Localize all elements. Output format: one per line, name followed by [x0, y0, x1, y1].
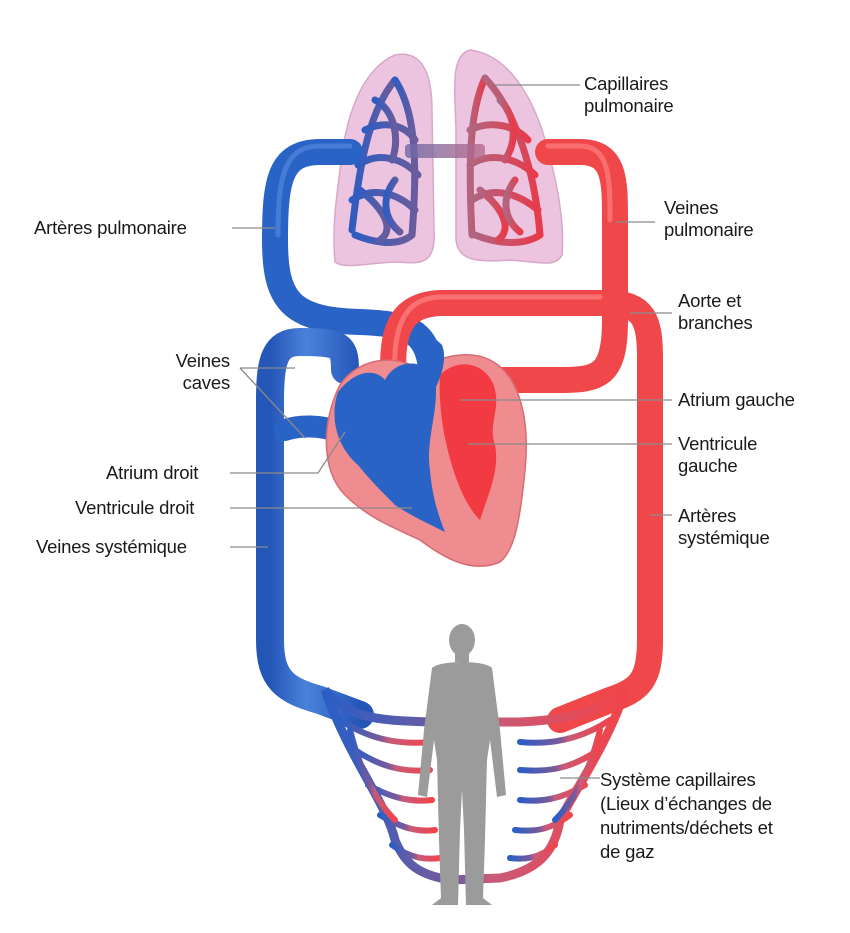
label-line: Ventricule	[678, 433, 758, 454]
label-capillaires-pulmonaire: Capillaires pulmonaire	[584, 73, 674, 117]
label-ventricule-gauche: Ventricule gauche	[678, 433, 757, 477]
pulmonary-vein	[467, 139, 628, 393]
label-line: Capillaires	[584, 73, 669, 94]
label-atrium-gauche: Atrium gauche	[678, 389, 795, 410]
label-line: de gaz	[600, 841, 655, 862]
label-line: pulmonaire	[584, 95, 674, 116]
label-line: caves	[182, 372, 231, 393]
leader-atrium-droit	[230, 431, 346, 474]
right-atrium-ventricle	[334, 363, 445, 532]
heart	[325, 338, 527, 567]
label-line: Aorte et	[678, 290, 742, 311]
leader-veines-caves	[239, 367, 306, 439]
label-ventricule-droit: Ventricule droit	[75, 497, 195, 518]
label-line: Artères	[678, 505, 737, 526]
label-line: gauche	[678, 455, 738, 476]
label-line: Système capillaires	[600, 769, 756, 790]
human-silhouette-icon	[418, 624, 506, 905]
label-line: Veines	[664, 197, 719, 218]
label-atrium-droit: Atrium droit	[106, 462, 199, 483]
label-line: pulmonaire	[664, 219, 754, 240]
lungs	[333, 49, 564, 267]
label-systeme-capillaires: Système capillaires (Lieux d’échanges de…	[600, 768, 773, 864]
label-line: branches	[678, 312, 753, 333]
right-lung-capillaries	[466, 74, 544, 246]
label-veines-pulmonaire: Veines pulmonaire	[664, 197, 754, 241]
label-line: nutriments/déchets et	[600, 817, 773, 838]
label-arteres-pulmonaire: Artères pulmonaire	[34, 217, 187, 238]
label-veines-systemique: Veines systémique	[36, 536, 187, 557]
left-atrium-ventricle	[439, 364, 497, 520]
pulmonary-trunk	[419, 338, 445, 395]
label-aorte-branches: Aorte et branches	[678, 290, 753, 334]
label-line: Veines	[175, 350, 231, 371]
leader-lines	[230, 84, 672, 779]
pulmonary-bridge	[405, 144, 485, 158]
left-lung-capillaries	[348, 76, 422, 246]
label-line: systémique	[678, 527, 770, 548]
label-arteres-systemique: Artères systémique	[678, 505, 770, 549]
label-line: (Lieux d’échanges de	[600, 793, 772, 814]
label-veines-caves: Veines caves	[150, 350, 231, 394]
